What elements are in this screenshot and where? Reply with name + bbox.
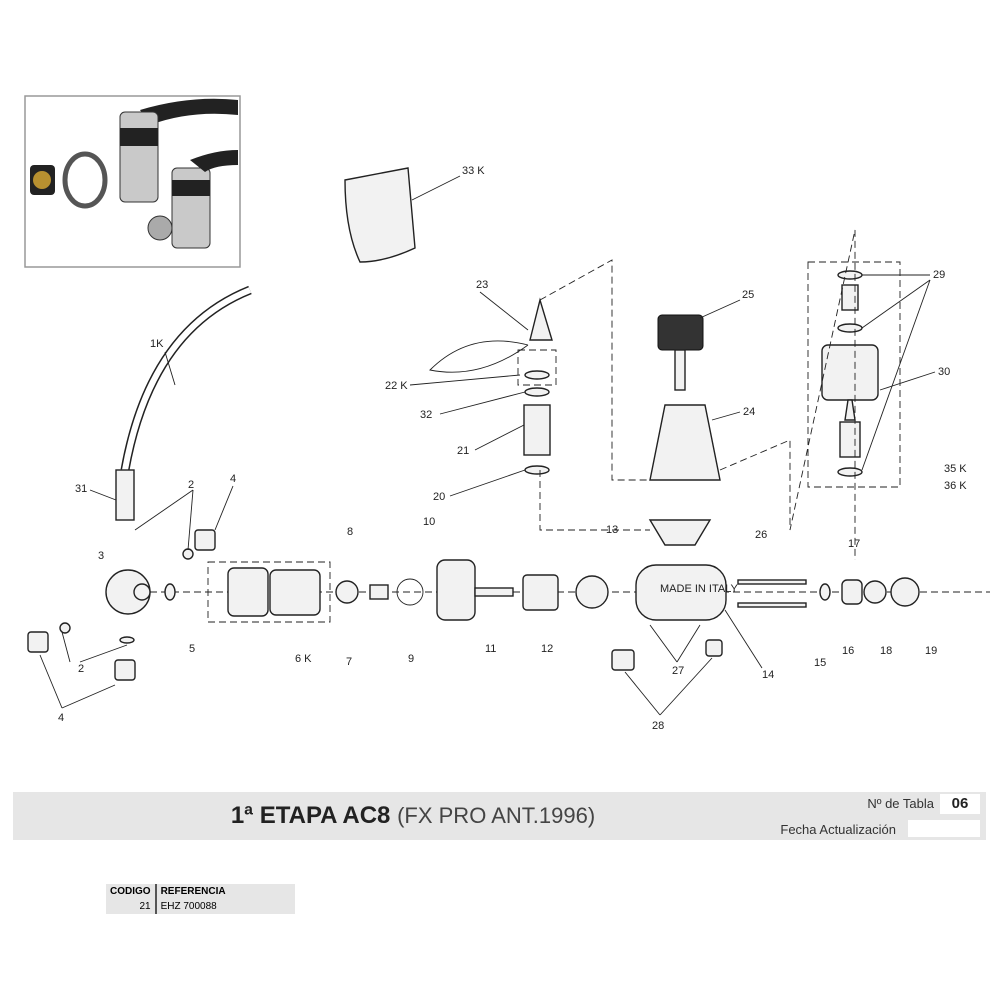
part-33k-bag — [344, 167, 461, 263]
label-26: 26 — [755, 529, 767, 541]
callout-labels: 33 K 23 25 29 1K 22 K 30 32 24 21 35 K 3… — [58, 165, 967, 732]
label-17: 17 — [848, 538, 860, 550]
label-22k: 22 K — [385, 380, 408, 392]
cell-codigo: 21 — [106, 899, 157, 914]
label-33k: 33 K — [462, 165, 485, 177]
fecha-label: Fecha Actualización — [780, 822, 896, 837]
label-5: 5 — [189, 643, 195, 655]
part-cluster-main: MADE IN ITALY — [27, 529, 990, 681]
label-2: 2 — [188, 479, 194, 491]
label-4: 4 — [230, 473, 236, 485]
label-1k: 1K — [150, 338, 164, 350]
label-7: 7 — [346, 656, 352, 668]
label-12: 12 — [541, 643, 553, 655]
label-16: 16 — [842, 645, 854, 657]
label-28: 28 — [652, 720, 664, 732]
label-2b: 2 — [78, 663, 84, 675]
label-4b: 4 — [58, 712, 64, 724]
product-photo — [24, 95, 241, 268]
label-14: 14 — [762, 669, 774, 681]
label-32: 32 — [420, 409, 432, 421]
label-18: 18 — [880, 645, 892, 657]
tabla-label: Nº de Tabla — [867, 796, 934, 811]
label-21: 21 — [457, 445, 469, 457]
label-24: 24 — [743, 406, 755, 418]
label-31: 31 — [75, 483, 87, 495]
label-30: 30 — [938, 366, 950, 378]
label-13: 13 — [606, 524, 618, 536]
label-20: 20 — [433, 491, 445, 503]
label-11: 11 — [485, 643, 496, 655]
parts-table: CODIGO REFERENCIA 21 EHZ 700088 — [106, 884, 295, 914]
label-19: 19 — [925, 645, 937, 657]
table-row: 21 EHZ 700088 — [106, 899, 295, 914]
label-23: 23 — [476, 279, 488, 291]
label-15: 15 — [814, 657, 826, 669]
title-sub: (FX PRO ANT.1996) — [397, 803, 596, 828]
label-10: 10 — [423, 516, 435, 528]
label-25: 25 — [742, 289, 754, 301]
fecha-value — [908, 820, 980, 837]
page-title: 1ª ETAPA AC8 (FX PRO ANT.1996) — [13, 802, 813, 830]
title-main: 1ª ETAPA AC8 — [230, 802, 391, 829]
tabla-value: 06 — [940, 794, 980, 814]
label-35k: 35 K — [944, 463, 967, 475]
label-3: 3 — [98, 550, 104, 562]
made-in-italy-text: MADE IN ITALY — [660, 583, 738, 595]
part-1k-hose — [115, 285, 252, 521]
label-8: 8 — [347, 526, 353, 538]
table-header-row: CODIGO REFERENCIA — [106, 884, 295, 899]
column-header-codigo: CODIGO — [106, 884, 157, 899]
label-9: 9 — [408, 653, 414, 665]
exploded-parts-diagram: MADE IN ITALY 33 K 23 25 29 1K 22 K 30 3… — [24, 95, 990, 732]
leader-lines — [39, 274, 936, 716]
title-bar: 1ª ETAPA AC8 (FX PRO ANT.1996) Nº de Tab… — [13, 792, 986, 840]
column-header-referencia: REFERENCIA — [155, 884, 295, 899]
label-6k: 6 K — [295, 653, 312, 665]
label-27: 27 — [672, 665, 684, 677]
part-cluster-top — [429, 229, 901, 560]
cell-referencia: EHZ 700088 — [155, 899, 295, 914]
label-29: 29 — [933, 269, 945, 281]
label-36k: 36 K — [944, 480, 967, 492]
